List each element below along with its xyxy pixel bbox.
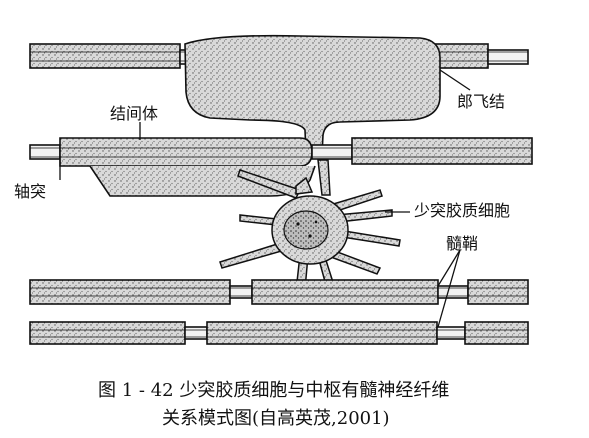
leader-lines [59, 69, 471, 328]
label-node-of-ranvier: 郎飞结 [457, 92, 506, 111]
axon-row-3 [29, 279, 529, 305]
axon-row-4 [29, 321, 529, 345]
label-oligodendrocyte: 少突胶质细胞 [414, 201, 511, 220]
caption-line-1: 图 1 - 42 少突胶质细胞与中枢有髓神经纤维 [98, 380, 450, 401]
label-internode: 结间体 [110, 104, 159, 123]
label-axon: 轴突 [14, 182, 47, 201]
label-myelin-sheath: 髓鞘 [446, 234, 479, 253]
myelin-sheet-top [184, 34, 441, 156]
axon-row-2 [29, 137, 533, 197]
caption-line-2: 关系模式图(自高英茂,2001) [162, 408, 390, 429]
